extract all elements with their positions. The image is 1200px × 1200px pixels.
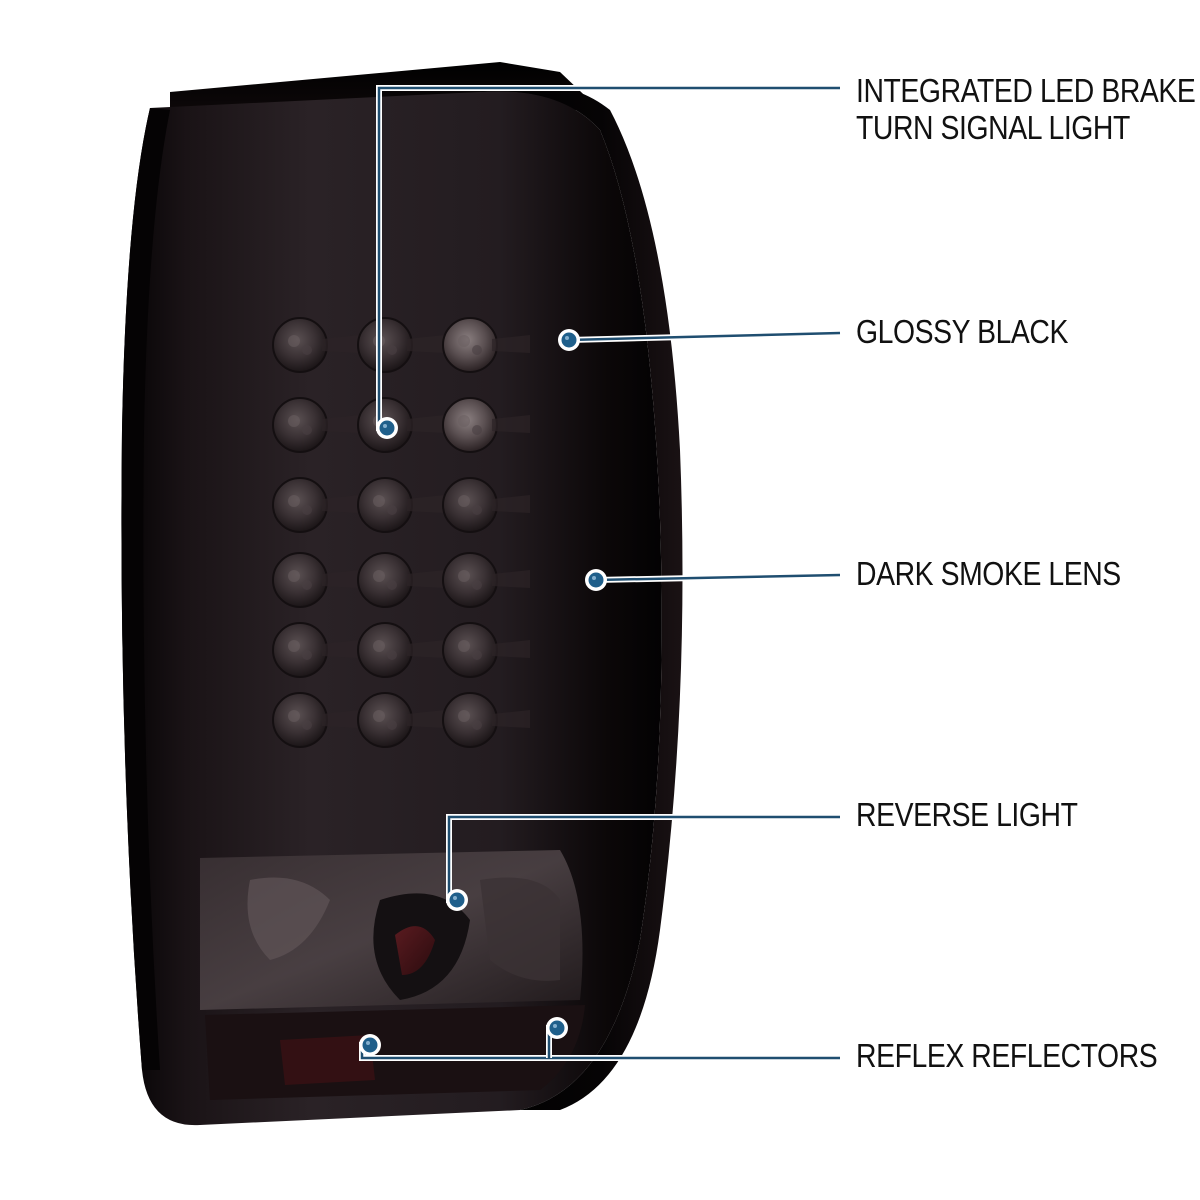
- led-bulb: [357, 552, 445, 608]
- callout-label-line: TURN SIGNAL LIGHT: [856, 109, 1130, 146]
- callout-dot: [446, 889, 468, 911]
- callout-dot: [359, 1034, 381, 1056]
- led-bulb: [442, 477, 530, 533]
- callout-label-glossy-black: GLOSSY BLACK: [856, 313, 1068, 350]
- led-bulb: [272, 397, 360, 453]
- led-bulb: [272, 477, 360, 533]
- callout-label-reflex-reflectors: REFLEX REFLECTORS: [856, 1037, 1158, 1074]
- callout-label-dark-smoke-lens: DARK SMOKE LENS: [856, 555, 1121, 592]
- led-bulb: [442, 397, 530, 453]
- callout-label-line: DARK SMOKE LENS: [856, 555, 1121, 592]
- reverse-light-section: [200, 850, 583, 1010]
- housing-left-edge: [121, 108, 170, 1070]
- led-bulb: [357, 692, 445, 748]
- led-bulb: [272, 692, 360, 748]
- reflector-band: [205, 1005, 585, 1100]
- led-bulb: [442, 692, 530, 748]
- callout-label-line: REFLEX REFLECTORS: [856, 1037, 1158, 1074]
- led-bulb: [357, 622, 445, 678]
- callout-label-line: INTEGRATED LED BRAKE &: [856, 72, 1200, 109]
- led-bulb: [272, 317, 360, 373]
- led-bulb: [357, 317, 445, 373]
- callout-dot: [558, 329, 580, 351]
- callout-label-line: REVERSE LIGHT: [856, 796, 1078, 833]
- callout-label-integrated-led: INTEGRATED LED BRAKE & TURN SIGNAL LIGHT: [856, 72, 1200, 146]
- callout-lines: [359, 85, 841, 1061]
- led-array: [272, 317, 530, 748]
- led-bulb: [272, 552, 360, 608]
- callout-dot: [585, 569, 607, 591]
- led-bulb: [357, 477, 445, 533]
- callout-dot: [376, 417, 398, 439]
- led-bulb: [442, 317, 530, 373]
- led-bulb: [442, 622, 530, 678]
- callout-dot: [546, 1017, 568, 1039]
- led-bulb: [442, 552, 530, 608]
- callout-label-reverse-light: REVERSE LIGHT: [856, 796, 1078, 833]
- led-bulb: [272, 622, 360, 678]
- callout-label-line: GLOSSY BLACK: [856, 313, 1069, 350]
